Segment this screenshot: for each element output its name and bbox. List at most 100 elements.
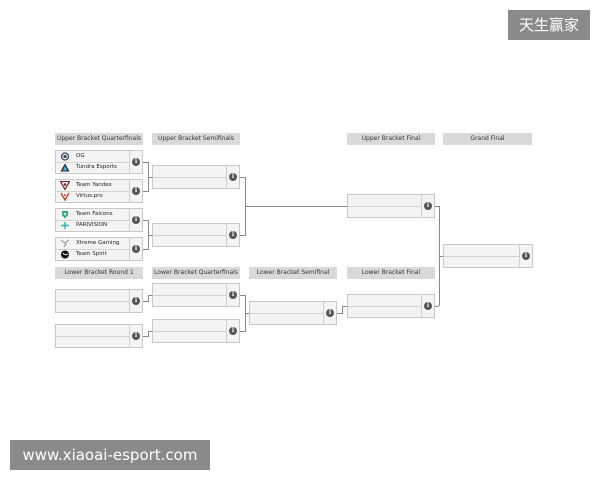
grand-final-match[interactable]: i: [443, 244, 533, 268]
match-info-icon[interactable]: i: [326, 309, 334, 317]
team-name: Xtreme Gaming: [76, 240, 120, 246]
team-slot: Virtus.pro: [56, 191, 130, 202]
header-grand-final: Grand Final: [443, 133, 532, 145]
connector-line: [143, 301, 148, 302]
header-lower-sf: Lower Bracket Semifinal: [249, 267, 337, 279]
connector-line: [240, 177, 245, 178]
header-lower-r1: Lower Bracket Round 1: [55, 267, 143, 279]
watermark-top: 天生赢家: [508, 10, 590, 40]
team-name: OG: [76, 153, 85, 159]
xtreme-logo-icon: [60, 239, 70, 248]
connector-line: [143, 191, 148, 192]
team-slot-empty: [250, 313, 324, 324]
connector-line: [240, 295, 245, 296]
upper-qf-match-2[interactable]: Team Yandex Virtus.pro i: [55, 179, 143, 203]
team-slot-empty: [153, 224, 227, 236]
connector-line: [245, 206, 347, 207]
watermark-bottom: www.xiaoai-esport.com: [10, 440, 210, 470]
parivision-logo-icon: [61, 222, 69, 229]
upper-sf-match-1[interactable]: i: [152, 165, 240, 189]
connector-line: [342, 306, 343, 314]
header-lower-qf: Lower Bracket Quarterfinals: [152, 267, 240, 279]
team-slot: OG: [56, 151, 130, 163]
match-info-icon[interactable]: i: [132, 297, 140, 305]
upper-sf-match-2[interactable]: i: [152, 223, 240, 247]
team-name: Team Spirit: [76, 251, 107, 257]
team-slot-empty: [348, 195, 422, 207]
upper-qf-match-3[interactable]: Team Falcons PARIVISION i: [55, 208, 143, 232]
team-slot-empty: [153, 235, 227, 246]
team-slot-empty: [348, 306, 422, 317]
match-info-icon[interactable]: i: [229, 173, 237, 181]
team-slot-empty: [348, 206, 422, 217]
connector-line: [337, 313, 342, 314]
connector-line: [143, 249, 148, 250]
connector-line: [342, 306, 347, 307]
match-info-icon[interactable]: i: [229, 291, 237, 299]
connector-line: [240, 235, 245, 236]
upper-qf-match-4[interactable]: Xtreme Gaming Team Spirit i: [55, 237, 143, 261]
connector-line: [143, 336, 148, 337]
connector-line: [148, 177, 152, 178]
og-logo-icon: [60, 152, 70, 161]
team-slot: PARIVISION: [56, 220, 130, 231]
connector-line: [245, 313, 249, 314]
lower-r1-match-1[interactable]: i: [55, 289, 143, 313]
connector-line: [435, 306, 439, 307]
team-slot-empty: [153, 177, 227, 188]
team-name: Virtus.pro: [76, 193, 103, 199]
match-info-icon[interactable]: i: [229, 231, 237, 239]
team-slot-empty: [444, 256, 520, 267]
connector-line: [439, 256, 443, 257]
lower-sf-match[interactable]: i: [249, 301, 337, 325]
lower-qf-match-2[interactable]: i: [152, 319, 240, 343]
connector-line: [148, 295, 152, 296]
connector-line: [148, 331, 152, 332]
match-info-icon[interactable]: i: [424, 302, 432, 310]
team-slot-empty: [56, 301, 130, 312]
connector-line: [143, 162, 148, 163]
lower-final-match[interactable]: i: [347, 294, 435, 318]
match-info-icon[interactable]: i: [522, 252, 530, 260]
match-info-icon[interactable]: i: [132, 158, 140, 166]
team-slot: Team Spirit: [56, 249, 130, 260]
team-slot: Team Falcons: [56, 209, 130, 221]
match-info-icon[interactable]: i: [132, 332, 140, 340]
tundra-logo-icon: [60, 163, 70, 172]
connector-line: [148, 235, 152, 236]
team-name: Team Falcons: [76, 211, 113, 217]
team-slot-empty: [153, 295, 227, 306]
match-info-icon[interactable]: i: [132, 216, 140, 224]
team-slot-empty: [153, 331, 227, 342]
header-upper-final: Upper Bracket Final: [347, 133, 435, 145]
team-slot-empty: [348, 295, 422, 307]
team-name: PARIVISION: [76, 222, 108, 228]
team-slot-empty: [153, 166, 227, 178]
team-slot-empty: [153, 284, 227, 296]
connector-line: [143, 220, 148, 221]
header-upper-sf: Upper Bracket Semifinals: [152, 133, 240, 145]
lower-qf-match-1[interactable]: i: [152, 283, 240, 307]
team-slot-empty: [56, 336, 130, 347]
team-name: Tundra Esports: [76, 164, 117, 170]
lower-r1-match-2[interactable]: i: [55, 324, 143, 348]
team-slot: Xtreme Gaming: [56, 238, 130, 250]
header-upper-qf: Upper Bracket Quarterfinals: [55, 133, 143, 145]
connector-line: [148, 331, 149, 337]
match-info-icon[interactable]: i: [132, 245, 140, 253]
team-slot: Team Yandex: [56, 180, 130, 192]
team-slot-empty: [56, 290, 130, 302]
falcons-logo-icon: [62, 211, 68, 219]
connector-line: [435, 206, 439, 207]
header-lower-final: Lower Bracket Final: [347, 267, 435, 279]
connector-line: [240, 331, 245, 332]
yandex-logo-icon: [60, 181, 70, 190]
team-slot-empty: [153, 320, 227, 332]
spirit-logo-icon: [61, 250, 69, 259]
upper-qf-match-1[interactable]: OG Tundra Esports i: [55, 150, 143, 174]
upper-final-match[interactable]: i: [347, 194, 435, 218]
match-info-icon[interactable]: i: [229, 327, 237, 335]
match-info-icon[interactable]: i: [132, 187, 140, 195]
connector-line: [148, 295, 149, 302]
match-info-icon[interactable]: i: [424, 202, 432, 210]
